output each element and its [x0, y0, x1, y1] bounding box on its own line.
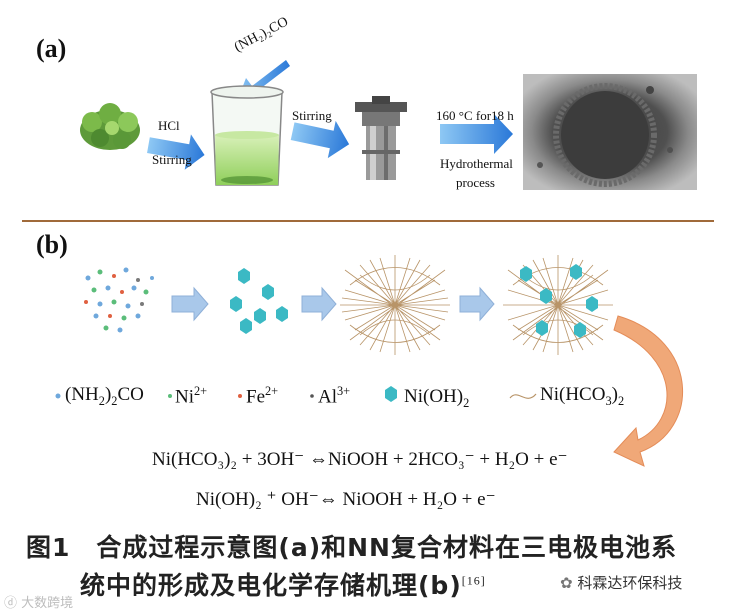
panel-divider — [22, 220, 714, 222]
fiber-ball-1 — [340, 255, 450, 355]
arrow-1-icon — [147, 134, 205, 170]
legend-ni: Ni2+ — [175, 384, 208, 408]
curved-orange-arrow-icon — [613, 315, 683, 467]
equation-1: Ni(HCO₃)₂ + 3OH⁻ ⇔NiOOH + 2HCO₃⁻ + H₂O +… — [152, 449, 568, 470]
wechat-icon: ✿ — [560, 574, 573, 592]
legend-urea-dot — [55, 393, 61, 399]
legend-al-dot — [310, 394, 314, 398]
watermark-left-logo-icon: ⓓ — [4, 596, 18, 611]
panel-b-label: (b) — [36, 230, 68, 259]
watermark-right: ✿ 科霖达环保科技 — [560, 574, 683, 592]
step3-top-label: 160 °C for18 h — [436, 108, 514, 123]
legend-ni-dot — [168, 394, 172, 398]
tem-image — [523, 74, 697, 190]
ion-cloud — [84, 267, 154, 333]
step1-bottom-label: Stirring — [152, 152, 192, 167]
fiber-ball-2-hexagons — [520, 264, 598, 338]
fiber-ball-2 — [503, 255, 613, 355]
step3-bottom-label: process — [456, 175, 495, 190]
arrow-2-icon — [290, 120, 350, 159]
green-precursor-icon — [80, 103, 140, 150]
watermark-left: ⓓ 大数跨境 — [4, 596, 74, 611]
step3-mid-label: Hydrothermal — [440, 156, 513, 171]
panel-a-label: (a) — [36, 34, 67, 63]
panel-a-scheme — [80, 60, 697, 190]
figure-caption-line1: 图1 合成过程示意图(a)和NN复合材料在三电极电池系 — [26, 533, 677, 562]
figure-caption-line2: 统中的形成及电化学存储机理(b)[16] — [80, 571, 486, 600]
legend-fe: Fe2+ — [246, 384, 279, 408]
legend-hexagon-icon — [385, 386, 397, 402]
reference-mark: [16] — [461, 573, 486, 588]
b-arrow-1-icon — [171, 286, 209, 322]
legend-fiber-icon — [509, 393, 537, 399]
b-arrow-3-icon — [459, 286, 495, 322]
legend-al: Al3+ — [318, 384, 351, 408]
legend-urea: (NH2)2CO — [65, 384, 144, 408]
nioh2-hexagons — [230, 268, 288, 334]
autoclave-icon — [355, 96, 407, 180]
beaker-icon — [210, 85, 284, 186]
legend-fe-dot — [238, 394, 242, 398]
legend-nioh2: Ni(OH)2 — [404, 386, 470, 410]
step2-label: Stirring — [292, 108, 332, 123]
panel-b-scheme — [55, 255, 683, 467]
equation-2: Ni(OH)₂ ⁺ OH⁻⇔ NiOOH + H₂O + e⁻ — [196, 489, 496, 510]
b-arrow-2-icon — [301, 286, 337, 322]
legend-nihco3: Ni(HCO3)2 — [540, 384, 625, 408]
arrow-3-icon — [440, 114, 513, 154]
step1-top-label: HCl — [158, 118, 180, 133]
